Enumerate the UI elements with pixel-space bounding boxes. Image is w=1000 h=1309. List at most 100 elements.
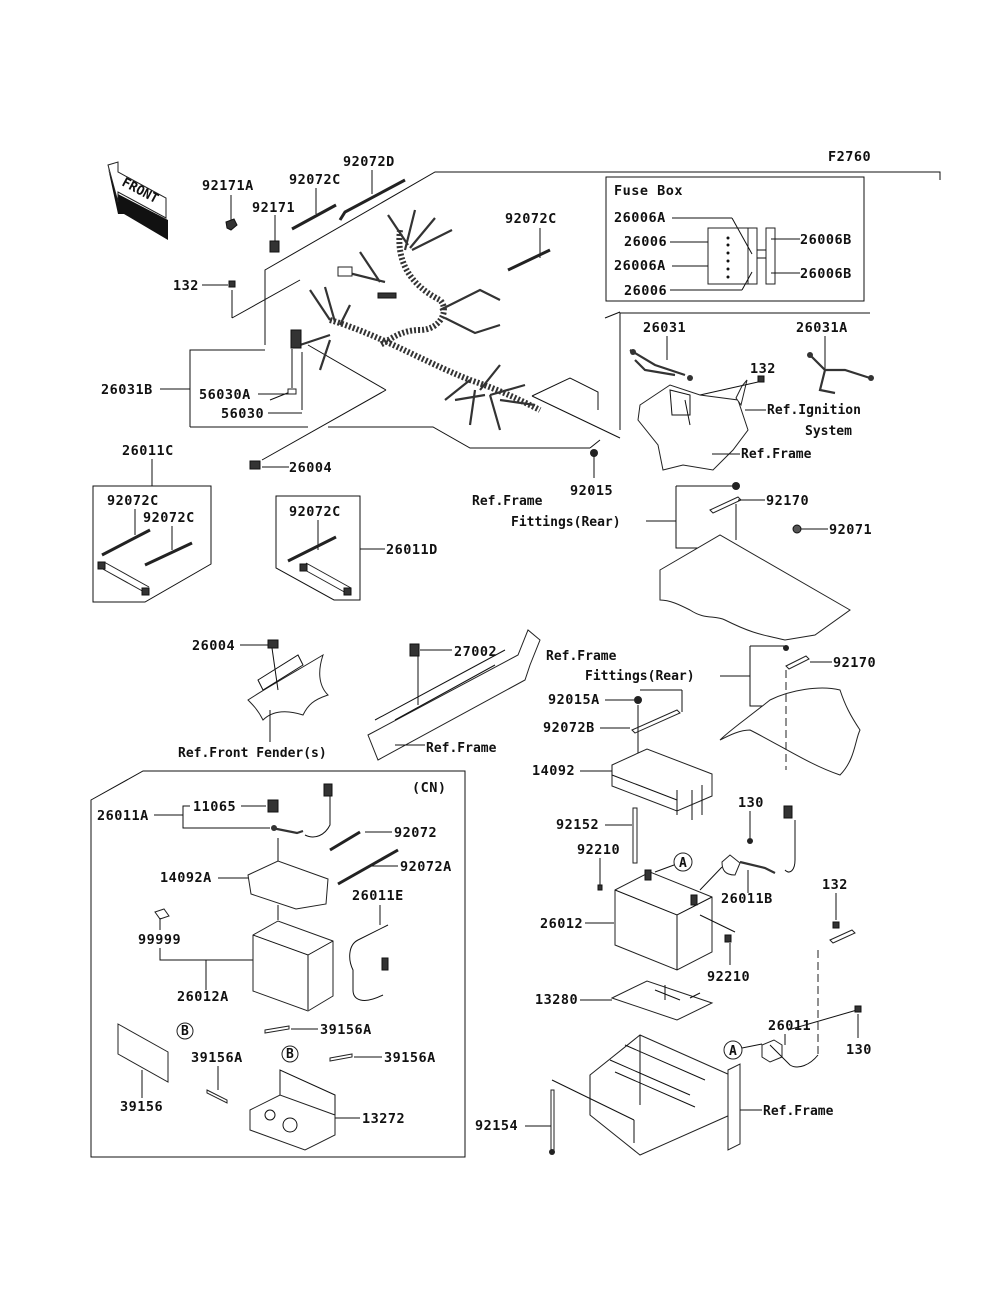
part-label-27002[interactable]: 27002 [454, 644, 497, 660]
cable-tie-icon [291, 203, 337, 231]
part-label-39156A-a[interactable]: 39156A [320, 1022, 372, 1038]
part-label-39156A-c[interactable]: 39156A [384, 1050, 436, 1066]
part-label-130-b[interactable]: 130 [846, 1042, 872, 1058]
rear-fittings-top: Ref.Frame Fittings(Rear) 92170 92071 [472, 482, 872, 641]
part-label-130-a[interactable]: 130 [738, 795, 764, 811]
part-label-92210-b[interactable]: 92210 [707, 969, 750, 985]
fuse-label-26006B-1[interactable]: 26006B [800, 232, 852, 248]
part-label-92072C-c[interactable]: 92072C [107, 493, 159, 509]
part-label-26004[interactable]: 26004 [289, 460, 332, 476]
battery-tray-cn [249, 1094, 336, 1151]
part-label-26011[interactable]: 26011 [768, 1018, 811, 1034]
part-label-26012[interactable]: 26012 [540, 916, 583, 932]
part-label-92072B[interactable]: 92072B [543, 720, 595, 736]
kit-26011D: 92072C 26011D [275, 495, 438, 601]
cable-tie-icon [338, 178, 406, 221]
part-label-92171[interactable]: 92171 [252, 200, 295, 216]
marker-b-2: B [286, 1047, 294, 1062]
part-label-92015[interactable]: 92015 [570, 483, 613, 499]
battery-cover [611, 748, 713, 812]
front-fender [247, 653, 329, 721]
part-label-13280[interactable]: 13280 [535, 992, 578, 1008]
part-label-92071[interactable]: 92071 [829, 522, 872, 538]
frame-part [637, 384, 749, 471]
part-label-92072C-e[interactable]: 92072C [289, 504, 341, 520]
part-label-11065[interactable]: 11065 [193, 799, 236, 815]
clip-icon [225, 218, 238, 231]
part-label-92072A[interactable]: 92072A [400, 859, 452, 875]
part-label-13272[interactable]: 13272 [362, 1111, 405, 1127]
part-label-26011B[interactable]: 26011B [721, 891, 773, 907]
kit-26011C-title[interactable]: 26011C [122, 443, 174, 459]
fuse-label-26006-1[interactable]: 26006 [624, 234, 667, 250]
part-label-132-c[interactable]: 132 [822, 877, 848, 893]
battery-cover-cn [247, 860, 329, 910]
ref-fittings-rear-1: Fittings(Rear) [511, 515, 621, 530]
part-label-92170-b[interactable]: 92170 [833, 655, 876, 671]
fuse-label-26006A-2[interactable]: 26006A [614, 258, 666, 274]
part-label-92072C-b[interactable]: 92072C [505, 211, 557, 227]
rear-plate [659, 534, 851, 641]
ref-frame-3: Ref.Frame [426, 741, 497, 756]
part-label-14092[interactable]: 14092 [532, 763, 575, 779]
part-label-39156[interactable]: 39156 [120, 1099, 163, 1115]
part-label-26031B[interactable]: 26031B [101, 382, 153, 398]
fuse-box-title: Fuse Box [614, 183, 683, 199]
marker-b [281, 1045, 299, 1063]
part-label-26031A[interactable]: 26031A [796, 320, 848, 336]
ref-frame-4: Ref.Frame [546, 649, 617, 664]
part-label-92015A[interactable]: 92015A [548, 692, 600, 708]
kit-26011D-title[interactable]: 26011D [386, 542, 438, 558]
part-label-14092A[interactable]: 14092A [160, 870, 212, 886]
fuse-label-26006B-2[interactable]: 26006B [800, 266, 852, 282]
part-label-39156A-b[interactable]: 39156A [191, 1050, 243, 1066]
part-label-26004-b[interactable]: 26004 [192, 638, 235, 654]
fuse-label-26006-2[interactable]: 26006 [624, 283, 667, 299]
wire-harness [329, 317, 542, 413]
marker-a [723, 1040, 743, 1060]
part-label-92072C-d[interactable]: 92072C [143, 510, 195, 526]
region-label-cn: (CN) [412, 780, 447, 796]
label-sheet [117, 1023, 169, 1083]
part-label-56030A[interactable]: 56030A [199, 387, 251, 403]
fuse-box: Fuse Box 26006A 26006 26006A 26006 26006… [605, 176, 865, 302]
marker-a-1: A [679, 856, 687, 871]
battery-group: 92015A 92072B 14092 92152 92210 A 26012 … [475, 689, 872, 1156]
harness-group: 92171A 92171 92072C 92072D 92072C 132 [101, 154, 941, 499]
part-label-92072C-a[interactable]: 92072C [289, 172, 341, 188]
part-label-92072[interactable]: 92072 [394, 825, 437, 841]
part-label-132[interactable]: 132 [173, 278, 199, 294]
part-label-26031[interactable]: 26031 [643, 320, 686, 336]
marker-a-2: A [729, 1044, 737, 1059]
fuse-label-26006A-1[interactable]: 26006A [614, 210, 666, 226]
part-label-92072D[interactable]: 92072D [343, 154, 395, 170]
ref-frame-5: Ref.Frame [763, 1104, 834, 1119]
frame-rail [367, 629, 541, 761]
ignition-group: 26031 132 26031A Ref.Ignition System Ref… [619, 312, 874, 471]
part-label-56030[interactable]: 56030 [221, 406, 264, 422]
battery-strap [631, 709, 681, 734]
front-arrow-icon: FRONT [107, 161, 168, 240]
part-label-26011A[interactable]: 26011A [97, 808, 149, 824]
battery-tray [610, 980, 714, 1021]
part-label-26011E[interactable]: 26011E [352, 888, 404, 904]
frame-group: 27002 Ref.Frame [367, 629, 541, 761]
grommet-icon [269, 240, 280, 253]
ref-fittings-rear-2: Fittings(Rear) [585, 669, 695, 684]
marker-a [673, 852, 693, 872]
cn-box: (CN) 26011A 11065 92072 92072A 14092A 26… [90, 770, 466, 1158]
part-label-92170-a[interactable]: 92170 [766, 493, 809, 509]
part-label-26012A[interactable]: 26012A [177, 989, 229, 1005]
part-label-92171A[interactable]: 92171A [202, 178, 254, 194]
part-label-99999[interactable]: 99999 [138, 932, 181, 948]
ref-ignition-system-2: System [805, 424, 852, 439]
part-label-92152[interactable]: 92152 [556, 817, 599, 833]
ref-front-fender: Ref.Front Fender(s) [178, 746, 327, 761]
connector-icon [249, 460, 261, 470]
marker-b-1: B [181, 1024, 189, 1039]
part-label-92154[interactable]: 92154 [475, 1118, 518, 1134]
part-label-132-b[interactable]: 132 [750, 361, 776, 377]
rear-plate-2 [719, 687, 861, 776]
part-label-92210-a[interactable]: 92210 [577, 842, 620, 858]
